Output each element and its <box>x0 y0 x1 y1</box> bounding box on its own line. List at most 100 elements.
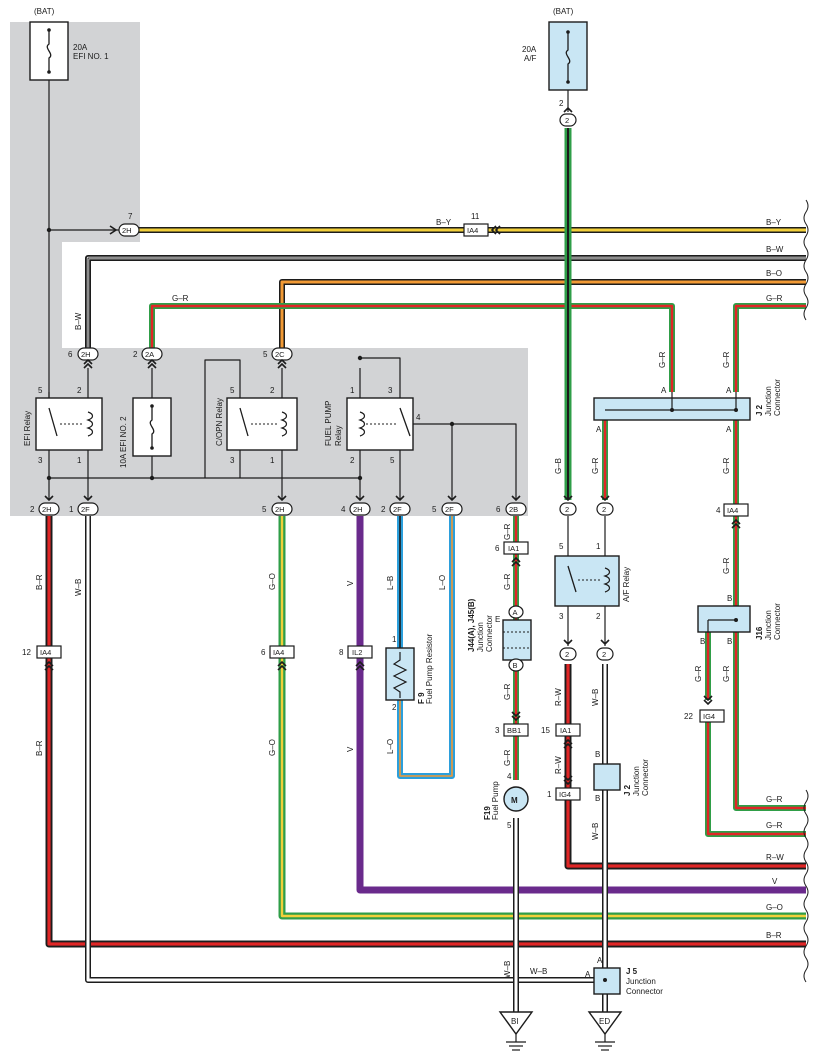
wire-b-r <box>45 516 806 948</box>
f9-code: F 9 <box>417 692 426 704</box>
j2-code-top: J 2 <box>755 404 764 416</box>
connector-2-af-fuse: 2 2 <box>559 99 577 127</box>
svg-text:2: 2 <box>596 612 601 621</box>
connector-chevrons <box>44 106 741 786</box>
svg-text:2: 2 <box>270 386 275 395</box>
svg-text:5: 5 <box>507 821 512 830</box>
svg-text:W–B: W–B <box>503 961 512 978</box>
connector-2a: 2A 2 <box>133 347 163 361</box>
svg-text:11: 11 <box>471 212 480 221</box>
svg-text:2C: 2C <box>275 350 285 359</box>
j5-junction-connector: A A J 5 Junction Connector <box>585 956 663 996</box>
svg-text:IA4: IA4 <box>727 506 738 515</box>
svg-text:G–R: G–R <box>766 294 783 303</box>
relay-block-panel <box>10 22 528 516</box>
svg-text:Junction: Junction <box>764 610 773 640</box>
fuse-efi2-name: 10A EFI NO. 2 <box>119 416 128 468</box>
svg-text:5: 5 <box>263 350 268 359</box>
svg-text:R–W: R–W <box>554 688 563 706</box>
j44-j45-junction-connector: A B E J44(A), J45(B) Junction Connector <box>467 598 532 672</box>
svg-text:1: 1 <box>69 505 74 514</box>
svg-text:BI: BI <box>511 1017 519 1026</box>
wire-harness <box>45 80 806 1012</box>
svg-text:2: 2 <box>133 350 138 359</box>
wire-v <box>356 516 806 894</box>
svg-text:2: 2 <box>381 505 386 514</box>
connector-2f-lo: 2F 5 <box>432 502 463 516</box>
svg-text:L–O: L–O <box>438 575 447 590</box>
svg-text:Connector: Connector <box>485 615 494 652</box>
svg-text:W–B: W–B <box>591 689 600 706</box>
svg-text:Junction: Junction <box>626 977 656 986</box>
connector-ia1-rw: IA1 15 <box>541 723 581 737</box>
svg-text:W–B: W–B <box>74 579 83 596</box>
svg-text:IG4: IG4 <box>559 790 571 799</box>
svg-text:12: 12 <box>22 648 31 657</box>
connector-ia4-go: IA4 6 <box>261 645 295 659</box>
svg-text:B–R: B–R <box>35 574 44 590</box>
svg-text:A: A <box>726 425 732 434</box>
copn-relay-label: C/OPN Relay <box>215 398 224 446</box>
wire-w-b-left <box>85 516 600 983</box>
svg-text:IL2: IL2 <box>352 648 362 657</box>
f9-fuel-pump-resistor: 1 2 F 9 Fuel Pump Resistor <box>385 633 434 712</box>
svg-text:A: A <box>726 386 732 395</box>
connector-ig4-rw: IG4 1 <box>547 787 581 801</box>
connector-2f-lb: 2F 2 <box>381 502 411 516</box>
svg-text:2: 2 <box>30 505 35 514</box>
svg-text:6: 6 <box>495 544 500 553</box>
svg-text:B: B <box>513 661 518 670</box>
svg-text:4: 4 <box>416 413 421 422</box>
svg-text:2H: 2H <box>81 350 91 359</box>
svg-text:G–B: G–B <box>554 458 563 474</box>
j2-code-mid: J 2 <box>623 784 632 796</box>
svg-text:Connector: Connector <box>641 759 650 796</box>
svg-text:R–W: R–W <box>766 853 784 862</box>
svg-text:IG4: IG4 <box>703 712 715 721</box>
j5-code: J 5 <box>626 967 638 976</box>
svg-text:1: 1 <box>596 542 601 551</box>
bat-label-right: (BAT) <box>553 7 574 16</box>
svg-text:G–R: G–R <box>722 557 731 574</box>
svg-text:W–B: W–B <box>591 823 600 840</box>
svg-text:5: 5 <box>432 505 437 514</box>
svg-text:2: 2 <box>602 505 606 514</box>
svg-text:6: 6 <box>68 350 73 359</box>
svg-text:5: 5 <box>262 505 267 514</box>
svg-text:B–R: B–R <box>35 740 44 756</box>
svg-text:1: 1 <box>77 456 82 465</box>
svg-text:2H: 2H <box>353 505 363 514</box>
svg-text:IA4: IA4 <box>40 648 51 657</box>
efi-relay-label: EFI Relay <box>23 411 32 446</box>
svg-text:2F: 2F <box>393 505 402 514</box>
svg-text:L–B: L–B <box>386 576 395 590</box>
svg-text:BB1: BB1 <box>507 726 521 735</box>
svg-text:V: V <box>772 877 778 886</box>
svg-text:4: 4 <box>341 505 346 514</box>
svg-text:2H: 2H <box>122 226 132 235</box>
svg-text:Connector: Connector <box>773 379 782 416</box>
connector-il2: IL2 8 <box>339 645 373 659</box>
connector-2-gr-af: 2 <box>596 502 614 516</box>
svg-text:G–R: G–R <box>591 457 600 474</box>
ground-bi: BI <box>498 1011 534 1051</box>
svg-text:B–R: B–R <box>766 931 782 940</box>
connector-2h-bw: 2H 6 <box>68 347 99 361</box>
connector-ia4-by: IA4 11 <box>463 212 489 237</box>
svg-text:2F: 2F <box>81 505 90 514</box>
svg-text:G–R: G–R <box>658 351 667 368</box>
wire-l-b-l-o <box>397 516 455 779</box>
svg-text:G–R: G–R <box>722 457 731 474</box>
connector-2h-v: 2H 4 <box>341 502 371 516</box>
j16-junction-connector: B B B J16 Junction Connector <box>697 594 782 646</box>
wire-b-o <box>279 279 806 352</box>
svg-text:G–R: G–R <box>766 821 783 830</box>
svg-text:B: B <box>700 637 705 646</box>
svg-text:Junction: Junction <box>476 622 485 652</box>
fuel-pump-relay: FUEL PUMP Relay 1 3 2 5 4 <box>324 386 421 465</box>
svg-text:1: 1 <box>350 386 355 395</box>
svg-text:22: 22 <box>684 712 693 721</box>
j2-junction-connector-mid: B B J 2 Junction Connector <box>593 750 650 803</box>
svg-text:A: A <box>596 425 602 434</box>
svg-text:2: 2 <box>392 703 397 712</box>
